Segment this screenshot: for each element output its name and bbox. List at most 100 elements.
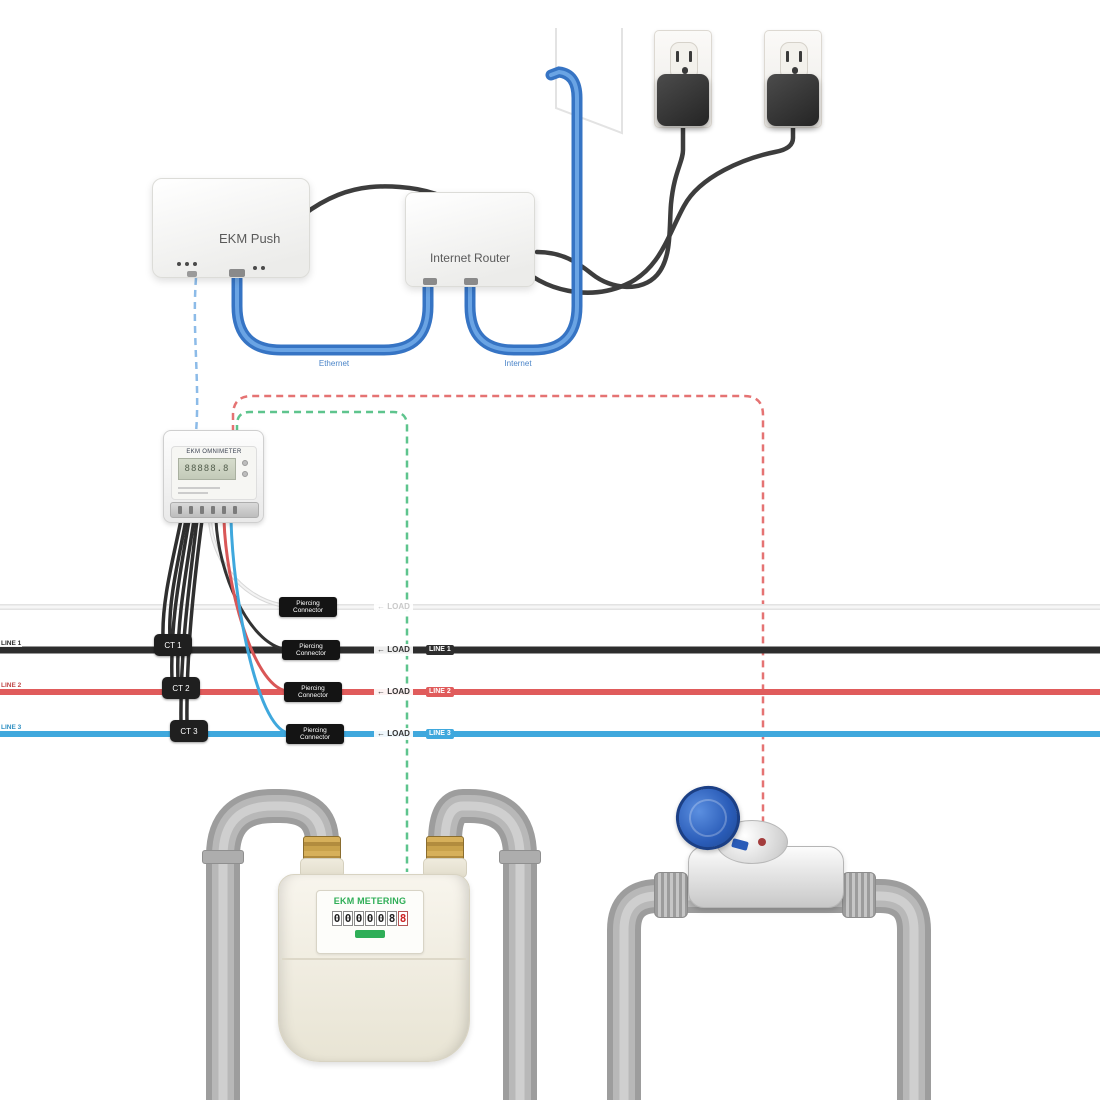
- ekm-push-device: EKM Push: [152, 178, 310, 278]
- router-port-2: [464, 278, 478, 285]
- internet-cable-label: Internet: [504, 359, 532, 368]
- meter-button-2: [242, 471, 248, 477]
- ethernet-cable-label: Ethernet: [318, 359, 350, 368]
- power-adapter-1: [657, 74, 709, 126]
- push-status-leds: [177, 253, 201, 271]
- piercing-label: Piercing: [303, 727, 327, 734]
- gas-meter-brand: EKM METERING: [333, 896, 407, 906]
- electric-meter-terminal-cover: [170, 502, 259, 518]
- pipe-coupling-right: [499, 850, 541, 864]
- ct-clamp-1: CT 1: [154, 634, 192, 656]
- router-label: Internet Router: [429, 251, 511, 265]
- water-meter-pulse-sensor: [758, 838, 766, 846]
- odometer-digit: 0: [343, 911, 353, 926]
- internet-cable: [464, 66, 583, 356]
- odometer-digit: 0: [365, 911, 375, 926]
- ct-2-label: CT 2: [172, 683, 190, 693]
- water-pipes: [607, 879, 931, 1100]
- power-adapter-2: [767, 74, 819, 126]
- piercing-connector-line2: Piercing Connector: [284, 682, 342, 702]
- odometer-digit: 8: [387, 911, 397, 926]
- electric-meter-lcd: 88888.8: [178, 458, 236, 480]
- piercing-connector-neutral: Piercing Connector: [279, 597, 337, 617]
- gas-meter-faceplate: EKM METERING 0 0 0 0 0 8 8: [316, 890, 424, 954]
- odometer-digit: 0: [332, 911, 342, 926]
- terminal-slot: [189, 506, 193, 514]
- rs485-cable: [193, 277, 199, 433]
- led: [253, 266, 257, 270]
- connector-label: Connector: [298, 692, 328, 699]
- connector-label: Connector: [293, 607, 323, 614]
- voltage-lead-wires: [208, 518, 290, 735]
- gas-pulse-cable: [235, 410, 409, 872]
- line-2-tag: LINE 2: [426, 687, 454, 697]
- terminal-slot: [233, 506, 237, 514]
- line-1-edge-label: LINE 1: [0, 640, 23, 647]
- load-label-line2: ← LOAD: [374, 686, 413, 698]
- electric-meter-face: EKM OMNIMETER 88888.8: [171, 446, 257, 500]
- odometer-digit-red: 8: [398, 911, 408, 926]
- receptacle-1: [670, 42, 698, 80]
- ethernet-cable: [231, 272, 434, 356]
- connector-label: Connector: [300, 734, 330, 741]
- terminal-slot: [211, 506, 215, 514]
- led: [193, 262, 197, 266]
- load-label-line1: ← LOAD: [374, 644, 413, 656]
- odometer-digit: 0: [376, 911, 386, 926]
- water-meter-cap-ring: [684, 794, 732, 842]
- ct-lead-wires: [161, 518, 204, 725]
- piercing-label: Piercing: [299, 643, 323, 650]
- electric-meter: EKM OMNIMETER 88888.8: [163, 430, 264, 523]
- pipe-coupling-left: [202, 850, 244, 864]
- piercing-connector-line3: Piercing Connector: [286, 724, 344, 744]
- outlet-slot: [786, 51, 789, 62]
- gas-meter-model-tag: [355, 930, 385, 938]
- rs485-port: [187, 271, 197, 277]
- electric-meter-brand: EKM OMNIMETER: [186, 449, 242, 455]
- ethernet-port: [229, 269, 245, 277]
- terminal-slot: [200, 506, 204, 514]
- ekm-push-label: EKM Push: [219, 231, 281, 246]
- connector-label: Connector: [296, 650, 326, 657]
- water-union-nut-right: [842, 872, 876, 918]
- outlet-slot: [689, 51, 692, 62]
- terminal-slot: [178, 506, 182, 514]
- load-label-line3: ← LOAD: [374, 728, 413, 740]
- load-label-neutral: ← LOAD: [374, 601, 413, 613]
- meter-text-bar: [178, 487, 220, 489]
- ct-clamp-2: CT 2: [162, 677, 200, 699]
- meter-button-1: [242, 460, 248, 466]
- piercing-connector-line1: Piercing Connector: [282, 640, 340, 660]
- ct-1-label: CT 1: [164, 640, 182, 650]
- led: [261, 266, 265, 270]
- terminal-slot: [222, 506, 226, 514]
- water-union-nut-left: [654, 872, 688, 918]
- ct-clamp-3: CT 3: [170, 720, 208, 742]
- line-3-edge-label: LINE 3: [0, 724, 23, 731]
- push-status-leds-2: [253, 257, 269, 275]
- receptacle-2: [780, 42, 808, 80]
- power-cable-push: [262, 121, 796, 295]
- water-pulse-cable: [231, 394, 765, 842]
- piercing-label: Piercing: [296, 600, 320, 607]
- line-3-tag: LINE 3: [426, 729, 454, 739]
- led: [185, 262, 189, 266]
- router-port-1: [423, 278, 437, 285]
- power-cable-router: [534, 121, 686, 290]
- ct-3-label: CT 3: [180, 726, 198, 736]
- outlet-slot: [676, 51, 679, 62]
- gas-meter-seam: [282, 958, 466, 960]
- outlet-ground-hole: [682, 67, 688, 74]
- odometer-digit: 0: [354, 911, 364, 926]
- led: [177, 262, 181, 266]
- gas-pipes: [206, 789, 537, 1100]
- meter-text-bar: [178, 492, 208, 494]
- gas-meter-odometer: 0 0 0 0 0 8 8: [332, 911, 408, 926]
- outlet-slot: [799, 51, 802, 62]
- line-1-tag: LINE 1: [426, 645, 454, 655]
- outlet-ground-hole: [792, 67, 798, 74]
- line-2-edge-label: LINE 2: [0, 682, 23, 689]
- internet-router-device: Internet Router: [405, 192, 535, 287]
